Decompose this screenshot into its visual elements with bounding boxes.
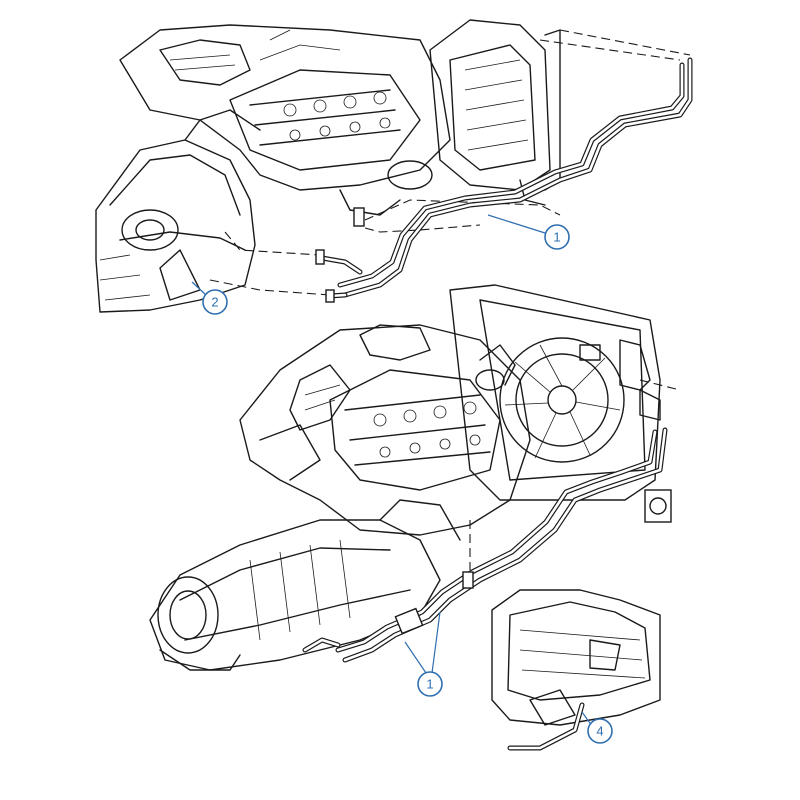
callout-4-label: 4 [596, 724, 603, 739]
callout-1-top: 1 [487, 214, 570, 250]
bottom-cooler-lines [302, 379, 681, 663]
top-engine [119, 24, 451, 216]
top-view: 1 2 [95, 19, 693, 315]
bottom-transmission [149, 499, 461, 671]
bottom-view: 1 4 [149, 284, 681, 751]
callout-1-top-label: 1 [553, 230, 560, 245]
top-transmission [95, 109, 261, 313]
callout-1-bottom-label: 1 [426, 677, 433, 692]
inset-detail [491, 589, 661, 751]
callout-2-label: 2 [211, 295, 218, 310]
top-cooler-lines [315, 57, 693, 303]
callout-2: 2 [191, 281, 228, 315]
callout-1-bottom: 1 [404, 611, 443, 697]
bottom-engine [239, 324, 531, 536]
callout-4: 4 [581, 711, 613, 744]
